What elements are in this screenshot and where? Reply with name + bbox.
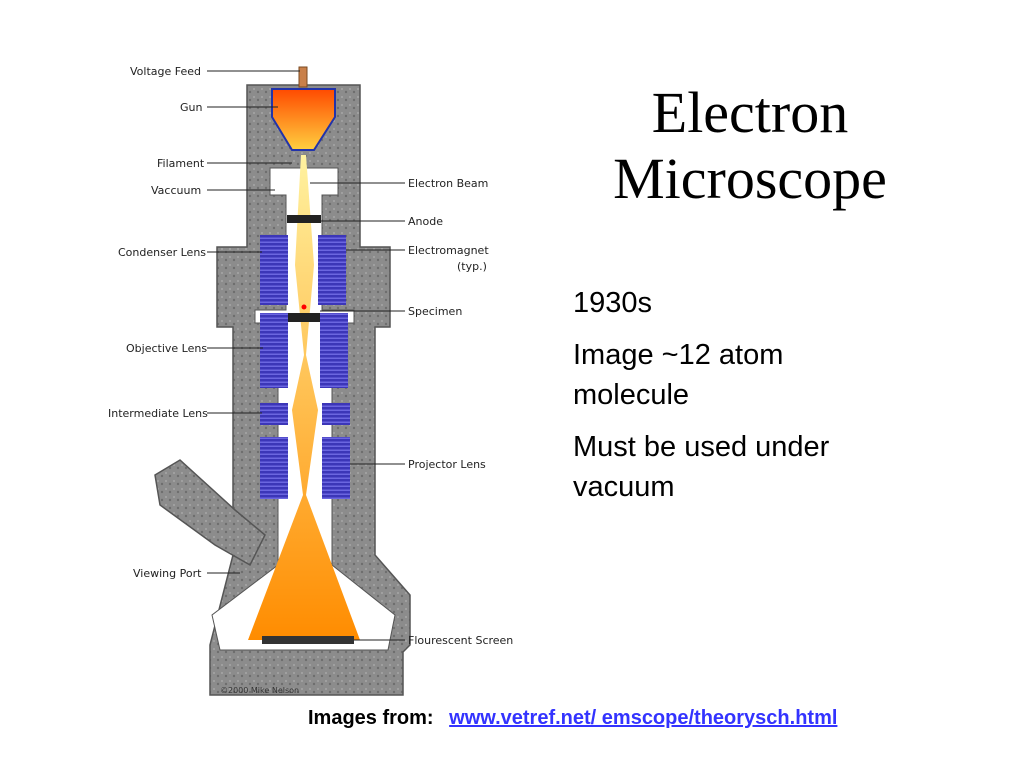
- slide-title: Electron Microscope: [560, 80, 940, 212]
- specimen: [301, 304, 307, 310]
- voltage-feed-rod: [298, 66, 308, 88]
- label-projector-lens: Projector Lens: [408, 458, 486, 471]
- label-objective-lens: Objective Lens: [126, 342, 207, 355]
- leader-lines: [207, 70, 405, 641]
- bullet-3: Must be used under vacuum: [573, 431, 830, 503]
- bullet-list: 1930s Image ~12 atom molecule Must be us…: [573, 283, 903, 519]
- specimen-holder: [286, 313, 322, 322]
- label-specimen: Specimen: [408, 305, 462, 318]
- fluorescent-screen: [262, 636, 354, 644]
- label-gun: Gun: [180, 101, 202, 114]
- electron-beam: [248, 155, 360, 640]
- bullet-1: 1930s: [573, 287, 653, 319]
- label-condenser-lens: Condenser Lens: [118, 246, 206, 259]
- electron-gun: [271, 88, 336, 151]
- label-fluorescent-screen: Flourescent Screen: [408, 634, 513, 647]
- label-vacuum: Vaccuum: [151, 184, 201, 197]
- diagram-credit: ©2000 Mike Nelson: [220, 686, 299, 695]
- projector-coil-right: [322, 437, 350, 499]
- label-electron-beam: Electron Beam: [408, 177, 488, 190]
- electron-microscope-diagram: Voltage Feed Gun Filament Vaccuum Conden…: [108, 65, 513, 696]
- objective-coil-left: [260, 313, 288, 388]
- intermediate-coil-right: [322, 403, 350, 425]
- title-line-1: Electron: [651, 80, 849, 145]
- label-intermediate-lens: Intermediate Lens: [108, 407, 208, 420]
- projector-coil-left: [260, 437, 288, 499]
- image-source-footer: Images from: www.vetref.net/ emscope/the…: [308, 707, 837, 730]
- label-viewing-port: Viewing Port: [133, 567, 202, 580]
- footer-label: Images from:: [308, 707, 434, 729]
- source-link[interactable]: www.vetref.net/ emscope/theorysch.html: [449, 707, 838, 729]
- label-voltage-feed: Voltage Feed: [130, 65, 201, 78]
- label-filament: Filament: [157, 157, 205, 170]
- bullet-2: Image ~12 atom molecule: [573, 339, 784, 411]
- title-line-2: Microscope: [613, 146, 887, 211]
- label-anode: Anode: [408, 215, 443, 228]
- anode: [287, 215, 321, 223]
- label-electromagnet-note: (typ.): [457, 260, 487, 273]
- objective-coil-right: [320, 313, 348, 388]
- viewing-arm: [154, 459, 266, 567]
- condenser-coil-left: [260, 235, 288, 305]
- label-electromagnet: Electromagnet: [408, 244, 489, 257]
- condenser-coil-right: [318, 235, 346, 305]
- intermediate-coil-left: [260, 403, 288, 425]
